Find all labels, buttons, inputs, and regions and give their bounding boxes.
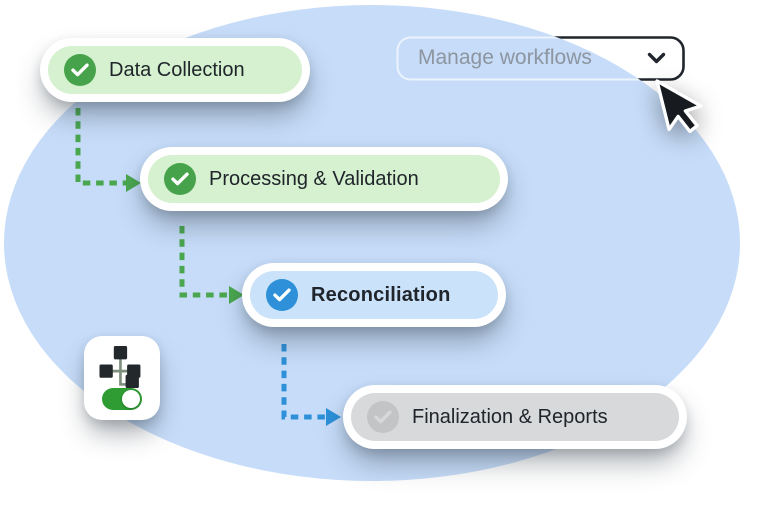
connector-arrow-2 [179,226,244,304]
connector-arrow-1 [75,108,141,192]
step-pill: Reconciliation [250,271,498,319]
arrowhead-icon [229,286,244,304]
workflow-step-finalization-reports[interactable]: Finalization & Reports [343,385,687,449]
check-icon [273,288,291,302]
check-icon [71,63,89,77]
toggle-knob [122,390,140,408]
connector-arrow-3 [281,344,341,426]
automation-toggle[interactable] [102,388,142,410]
step-label: Reconciliation [311,283,451,306]
step-pill: Finalization & Reports [351,393,679,441]
manage-workflows-dropdown[interactable]: Manage workflows [396,36,685,80]
arrowhead-icon [126,174,141,192]
step-pill: Data Collection [48,46,302,94]
status-badge [64,54,96,86]
step-label: Finalization & Reports [412,405,608,428]
automation-card [84,336,160,420]
step-label: Data Collection [109,58,245,81]
status-badge [164,163,196,195]
workflow-sitemap-icon [99,346,141,388]
dropdown-border-dark [396,36,685,81]
check-icon [374,410,392,424]
workflow-step-reconciliation[interactable]: Reconciliation [242,263,506,327]
step-label: Processing & Validation [209,167,419,190]
arrowhead-icon [326,408,341,426]
step-pill: Processing & Validation [148,155,500,203]
workflow-step-processing-validation[interactable]: Processing & Validation [140,147,508,211]
dropdown-label: Manage workflows [418,46,592,69]
status-badge [367,401,399,433]
check-icon [171,172,189,186]
workflow-step-data-collection[interactable]: Data Collection [40,38,310,102]
background-blob [4,5,740,481]
status-badge [266,279,298,311]
chevron-down-icon [647,52,666,63]
